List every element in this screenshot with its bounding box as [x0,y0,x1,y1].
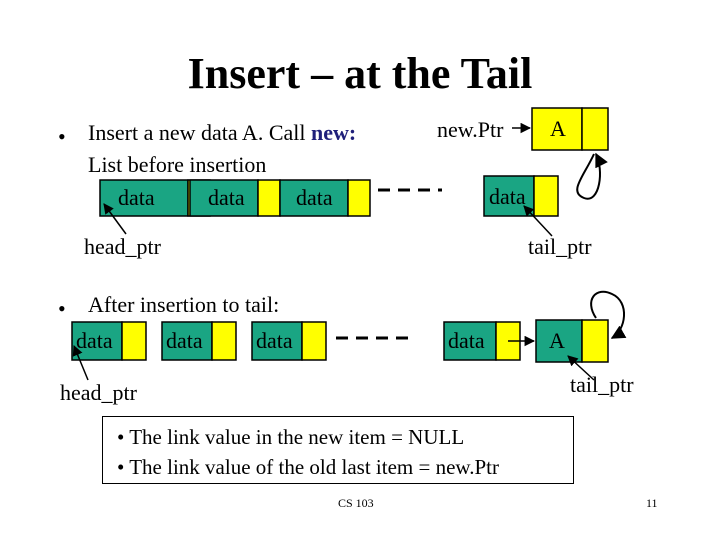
new-ptr-label: new.Ptr [437,117,504,142]
before-new-node-label: A [550,116,566,141]
after-node-3-data [251,321,303,361]
after-new-node-self-loop [590,290,627,339]
after-node-2-pointer [211,321,237,361]
before-node-3-data [279,179,349,217]
bullet-1-keyword: new: [311,120,357,145]
after-head-label: head_ptr [60,380,137,405]
before-list [99,107,609,237]
bullet-dot-2: • [58,296,66,321]
bullet-2-text: After insertion to tail: [88,292,280,317]
bullet-1-prefix: Insert a new data A. Call [88,120,311,145]
before-last-node-label: data [489,184,526,209]
note-line-1-text: The link value in the new item = NULL [129,425,465,449]
before-node-2-pointer [257,179,281,217]
notes-box: • The link value in the new item = NULL … [102,416,574,484]
after-head-arrow [72,345,89,381]
slide-title: Insert – at the Tail [187,49,533,98]
after-new-node-pointer [581,319,609,363]
after-node-3-pointer [301,321,327,361]
after-node-2-label: data [166,328,203,353]
bullet-1-subtext: List before insertion [88,152,267,177]
before-head-arrow [103,203,127,235]
after-tail-arrow [567,355,595,381]
before-tail-label: tail_ptr [528,234,592,259]
after-new-node-label: A [549,328,565,353]
bullet-1-text: Insert a new data A. Call new: [88,120,356,146]
after-node-2-data [161,321,213,361]
before-node-2-label: data [208,185,245,210]
after-node-3-label: data [256,328,293,353]
note-line-1: • The link value in the new item = NULL [117,425,465,449]
after-old-last-node-label: data [448,328,485,353]
before-head-label: head_ptr [84,234,161,259]
after-node-1-pointer [121,321,147,361]
before-node-1-label: data [118,185,155,210]
after-tail-label: tail_ptr [570,372,634,397]
before-new-node-pointer [581,107,609,151]
note-line-2: • The link value of the old last item = … [117,455,499,479]
before-node-2-data-box [189,179,259,217]
new-node-self-loop [576,152,608,200]
after-new-node-data [535,319,583,363]
before-node-1-data [99,179,189,217]
after-list [71,290,627,381]
before-tail-arrow [523,205,553,237]
before-node-3-label: data [296,185,333,210]
bullet-dot-1: • [58,124,66,149]
after-node-1-label: data [76,328,113,353]
footer-course: CS 103 [338,496,374,510]
before-node-3-pointer [347,179,371,217]
note-line-2-text: The link value of the old last item = ne… [129,455,499,479]
footer-page-number: 11 [646,496,658,510]
before-last-node-pointer [533,175,559,217]
